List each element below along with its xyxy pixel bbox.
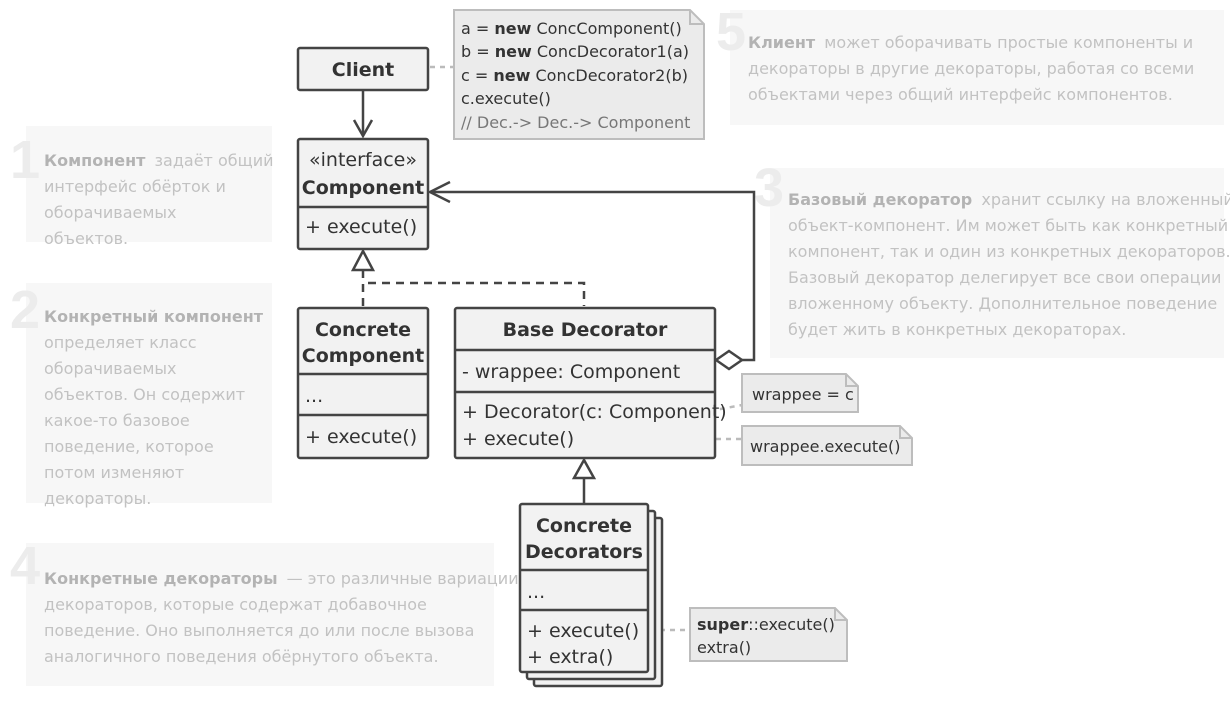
note-number: 1 <box>10 130 40 190</box>
concrete-decorators-fields: ... <box>527 581 545 603</box>
note-text: Компонент задаёт общий интерфейс обёрток… <box>44 151 279 248</box>
component-interface: «interface» Component + execute() <box>296 137 430 251</box>
realization-triangle-icon <box>350 248 376 272</box>
svg-text:wrappee = c: wrappee = c <box>752 385 854 404</box>
note-number: 3 <box>754 158 784 218</box>
concrete-decorators-method-execute: + execute() <box>527 620 639 642</box>
note-wrappee-assign: wrappee = c <box>741 373 859 413</box>
code-line-b: b = new ConcDecorator1(a) <box>461 42 689 61</box>
note-number: 4 <box>10 536 40 596</box>
note-wrappee-execute: wrappee.execute() <box>741 425 913 466</box>
concrete-component-class: Concrete Component ... + execute() <box>296 306 430 460</box>
note-text: Клиент может оборачивать простые компоне… <box>748 33 1199 104</box>
note-number: 5 <box>716 2 746 62</box>
aggregation-diamond-icon <box>713 349 745 371</box>
concrete-decorators-class: Concrete Decorators ... + execute() + ex… <box>518 502 664 688</box>
base-decorator-class: Base Decorator - wrappee: Component + De… <box>453 306 727 460</box>
code-line-comment: // Dec.-> Dec.-> Component <box>461 113 690 132</box>
base-decorator-method-execute: + execute() <box>462 428 574 450</box>
note-extra-line: extra() <box>697 638 751 657</box>
concrete-component-name-line2: Component <box>302 345 424 367</box>
note-5-client: 5 Клиент может оборачивать простые компо… <box>716 2 1224 125</box>
svg-text:wrappee.execute(): wrappee.execute() <box>750 437 900 456</box>
base-decorator-name: Base Decorator <box>503 319 668 341</box>
concrete-decorators-name-line1: Concrete <box>536 515 632 537</box>
inheritance-triangle-icon <box>571 457 597 480</box>
client-class: Client <box>296 46 430 92</box>
note-3-base-decorator: 3 Базовый декоратор хранит ссылку на вло… <box>754 158 1230 358</box>
note-super-line: super::execute() <box>697 615 835 634</box>
code-line-a: a = new ConcComponent() <box>461 19 682 38</box>
implements-dashed-line <box>361 281 586 306</box>
concrete-component-fields: ... <box>305 385 323 407</box>
base-decorator-field-wrappee: - wrappee: Component <box>462 361 680 383</box>
client-class-name: Client <box>332 59 394 81</box>
component-method-execute: + execute() <box>305 216 417 238</box>
component-class-name: Component <box>302 177 424 199</box>
note-text: Конкретные декораторы — это различные ва… <box>44 569 524 666</box>
client-code-note: a = new ConcComponent() b = new ConcDeco… <box>453 9 705 140</box>
arrowhead-icon <box>427 180 451 204</box>
concrete-component-name-line1: Concrete <box>315 319 411 341</box>
base-decorator-method-constructor: + Decorator(c: Component) <box>462 401 727 423</box>
component-stereotype: «interface» <box>309 149 417 171</box>
wrappee-aggregation-line <box>430 190 756 362</box>
note-super-execute: super::execute() extra() <box>689 607 848 662</box>
note-text: Конкретный компонент определяет класс об… <box>44 307 268 508</box>
concrete-decorators-name-line2: Decorators <box>525 541 643 563</box>
note-text: Базовый декоратор хранит ссылку на вложе… <box>788 190 1230 339</box>
code-line-c: c = new ConcDecorator2(b) <box>461 66 688 85</box>
note-4-concrete-decorators: 4 Конкретные декораторы — это различные … <box>10 536 524 686</box>
concrete-component-method-execute: + execute() <box>305 426 417 448</box>
concrete-decorators-method-extra: + extra() <box>527 646 613 668</box>
note-number: 2 <box>10 280 40 340</box>
note-1-component: 1 Компонент задаёт общий интерфейс обёрт… <box>10 126 279 248</box>
arrowhead-icon <box>352 119 374 139</box>
note-2-concrete-component: 2 Конкретный компонент определяет класс … <box>10 280 272 508</box>
code-line-execute: c.execute() <box>461 89 551 108</box>
